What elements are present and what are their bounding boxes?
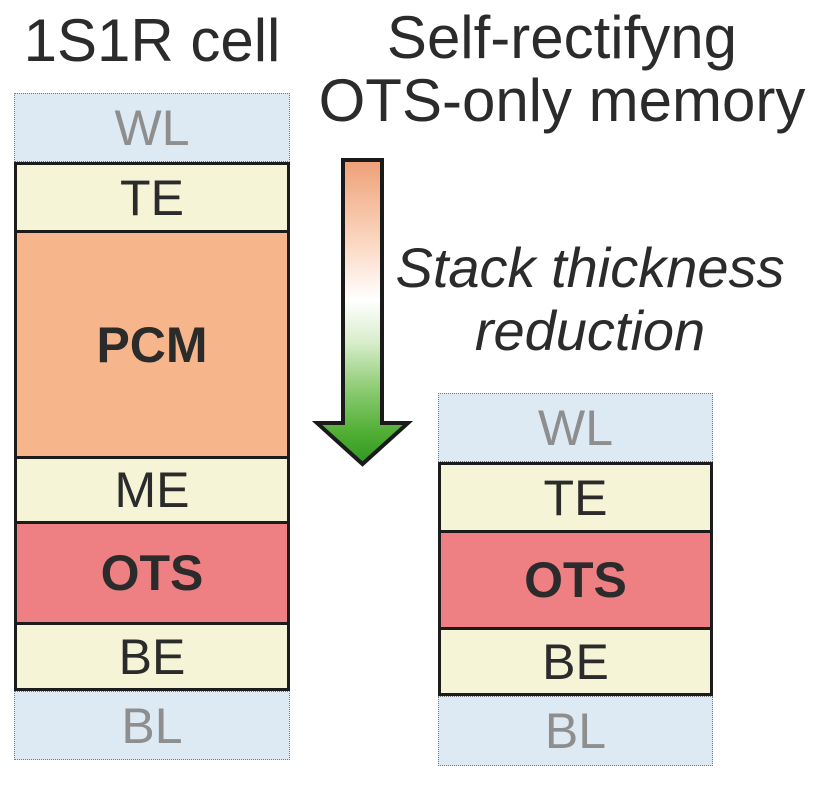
- 1s1r-stack-diagram: WL TE PCM ME OTS BE BL: [14, 93, 290, 760]
- left-panel-title: 1S1R cell: [23, 7, 281, 74]
- arrow-label-line1: Stack thickness: [395, 236, 785, 299]
- ots-only-stack-diagram: WL TE OTS BE BL: [438, 393, 713, 766]
- layer-bl: BL: [14, 691, 290, 760]
- stack-thickness-reduction-label: Stack thickness reduction: [340, 236, 828, 362]
- layer-ots: OTS: [441, 530, 710, 627]
- layer-ots: OTS: [17, 521, 287, 622]
- layer-be: BE: [17, 622, 287, 688]
- ots-only-device-body: TE OTS BE: [438, 462, 713, 696]
- layer-pcm: PCM: [17, 230, 287, 456]
- layer-bl: BL: [438, 696, 713, 766]
- layer-be: BE: [441, 627, 710, 693]
- down-arrow-icon: [312, 158, 413, 467]
- layer-te: TE: [441, 465, 710, 530]
- right-title-line2: OTS-only memory: [318, 67, 806, 134]
- right-title-line1: Self-rectifyng: [386, 4, 738, 71]
- 1s1r-device-body: TE PCM ME OTS BE: [14, 162, 290, 691]
- layer-me: ME: [17, 456, 287, 521]
- right-panel-title: Self-rectifyng OTS-only memory: [312, 6, 812, 132]
- arrow-label-line2: reduction: [474, 299, 706, 362]
- layer-wl: WL: [14, 93, 290, 162]
- layer-te: TE: [17, 165, 287, 230]
- layer-wl: WL: [438, 393, 713, 462]
